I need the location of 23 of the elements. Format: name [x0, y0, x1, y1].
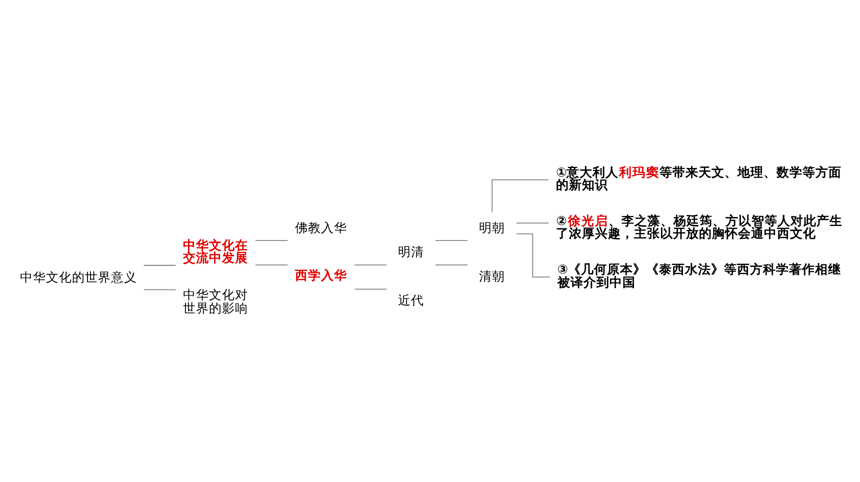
node-text: 中华文化对世界的影响 — [183, 286, 248, 315]
connector — [143, 264, 176, 266]
node-text: 近代 — [398, 292, 424, 308]
connector — [492, 178, 550, 212]
node-text: ②徐光启、李之藻、杨廷筠、方以智等人对此产生了浓厚兴趣，主张以开放的胸怀会通中西文化 — [556, 212, 842, 240]
node-text: 清朝 — [479, 268, 506, 283]
node-text: 中华文化的世界意义 — [20, 268, 138, 284]
node-text: ③《几何原本》《泰西水法》等西方科学著作相继被译介到中国 — [557, 261, 842, 289]
connector — [516, 222, 550, 223]
node-text: ①意大利人利玛窦等带来天文、地理、数学等方面的新知识 — [556, 164, 842, 192]
connector — [143, 288, 176, 290]
node-text: 明朝 — [479, 219, 506, 234]
connector — [354, 264, 387, 265]
node-text: 明清 — [398, 244, 424, 259]
node-text: 西学入华 — [294, 267, 347, 282]
connector — [255, 240, 288, 241]
connector — [255, 264, 288, 265]
connector — [516, 232, 550, 278]
connector — [434, 264, 468, 265]
connector — [354, 288, 387, 290]
node-text: 佛教入华 — [294, 219, 347, 234]
node-text: 中华文化在交流中发展 — [183, 236, 248, 264]
connector — [434, 240, 468, 241]
